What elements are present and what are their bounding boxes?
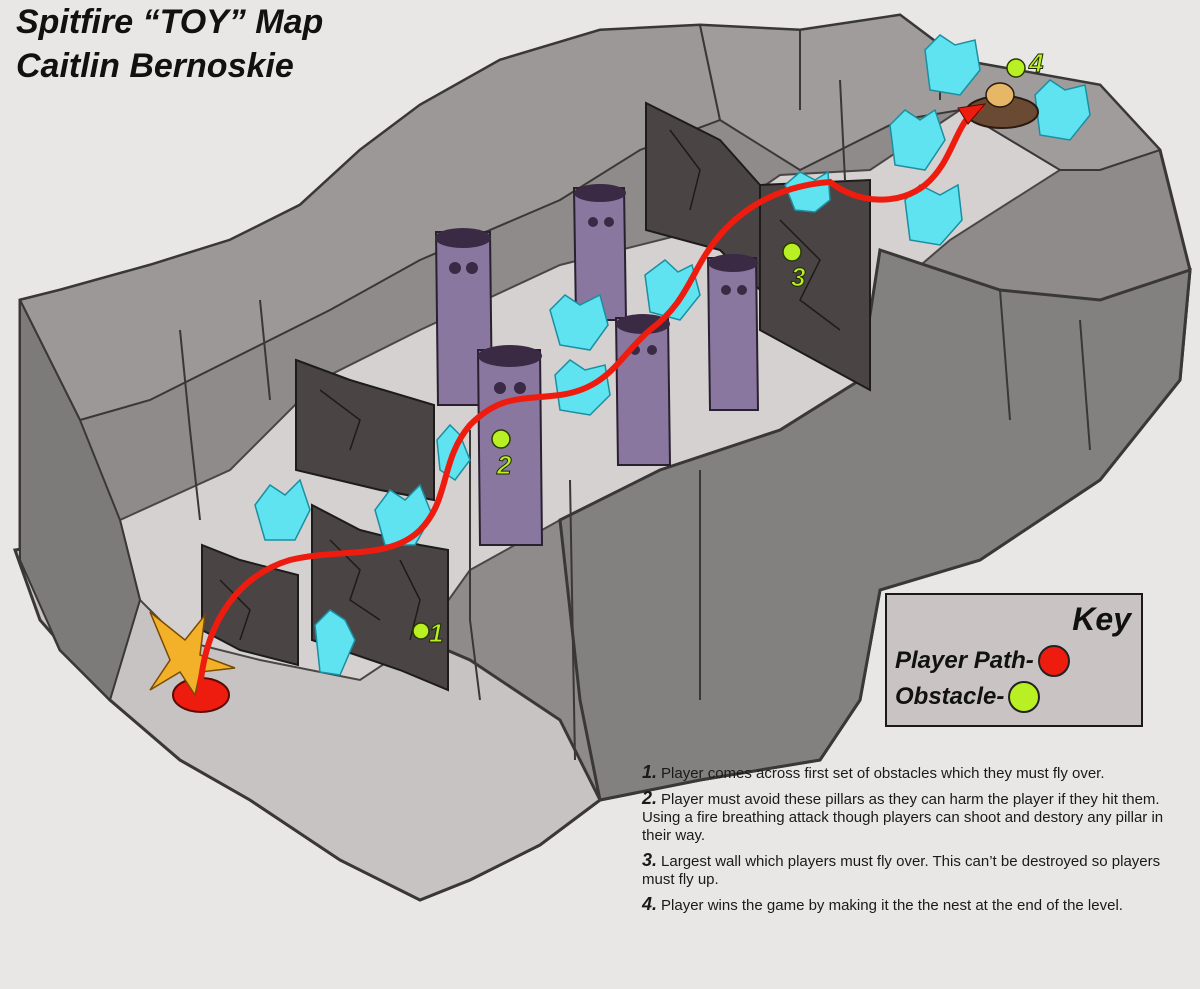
obstacle-swatch <box>1008 681 1041 713</box>
wall-cracks <box>219 129 841 641</box>
obstacle-marker-labels: 1 2 3 4 <box>429 48 1045 649</box>
map-title-line1: Spitfire “TOY” Map <box>16 3 324 41</box>
note-4-number: 4. <box>642 894 658 914</box>
obstacle-marker-4 <box>1006 58 1026 78</box>
marker-label-2: 2 <box>496 450 512 480</box>
player-path-swatch <box>1037 645 1070 677</box>
player-path <box>197 105 983 693</box>
map-title: Spitfire “TOY” Map Caitlin Bernoskie <box>16 0 323 88</box>
left-front-wall <box>19 299 142 702</box>
player-path-label: Player Path- <box>895 647 1034 674</box>
note-2-number: 2. <box>642 788 658 808</box>
path-arrowhead <box>957 103 987 125</box>
author-name: Caitlin Bernoskie <box>16 47 294 85</box>
marker-label-1: 1 <box>429 618 443 648</box>
key-row-obstacle: Obstacle- <box>895 681 1041 713</box>
note-3-text: Largest wall which players must fly over… <box>642 853 1161 888</box>
note-1-number: 1. <box>642 762 658 782</box>
right-cliff <box>558 248 1192 802</box>
note-3: 3.Largest wall which players must fly ov… <box>642 851 1182 889</box>
obstacle-marker-1 <box>412 622 430 640</box>
level-notes: 1.Player comes across first set of obsta… <box>642 763 1182 921</box>
key-heading: Key <box>1072 601 1131 637</box>
key-row-player-path: Player Path- <box>895 645 1070 677</box>
dragon-start <box>149 611 236 713</box>
crystals <box>254 34 1091 676</box>
obstacle-marker-2 <box>491 429 511 449</box>
note-1-text: Player comes across first set of obstacl… <box>661 765 1105 782</box>
pillar-skull-faces <box>449 217 747 394</box>
note-2: 2.Player must avoid these pillars as the… <box>642 789 1182 845</box>
note-4: 4.Player wins the game by making it the … <box>642 895 1182 915</box>
note-3-number: 3. <box>642 850 658 870</box>
cliff-ridges <box>179 30 1091 761</box>
note-1: 1.Player comes across first set of obsta… <box>642 763 1182 783</box>
note-4-text: Player wins the game by making it the th… <box>661 897 1123 914</box>
marker-label-3: 3 <box>791 262 806 292</box>
obstacle-label: Obstacle- <box>895 683 1005 710</box>
marker-label-4: 4 <box>1028 48 1044 78</box>
map-key: Key Player Path- Obstacle- <box>885 593 1143 727</box>
note-2-text: Player must avoid these pillars as they … <box>642 791 1164 844</box>
obstacle-marker-3 <box>782 242 802 262</box>
obstacle-markers <box>412 58 1026 640</box>
pillar-caps <box>435 184 758 367</box>
